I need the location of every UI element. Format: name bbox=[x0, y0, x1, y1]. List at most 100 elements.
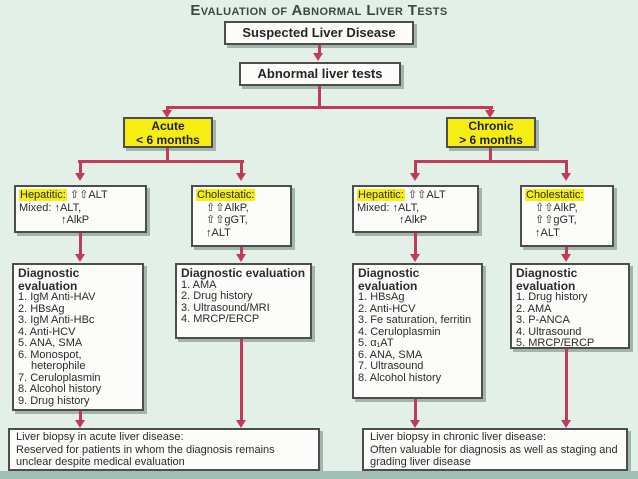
bottom-border-bar bbox=[0, 471, 638, 479]
flow-arrowhead bbox=[410, 173, 420, 181]
highlighted-label: Hepatitic: bbox=[19, 189, 67, 201]
node-acute-label: Acute bbox=[151, 119, 185, 133]
flow-line bbox=[565, 160, 568, 174]
diagnostic-heading: Diagnostic evaluation bbox=[181, 266, 306, 280]
diagnostic-item: 9. Drug history bbox=[18, 394, 90, 407]
category-line: Mixed: ↑ALT, bbox=[19, 201, 82, 214]
flow-arrowhead bbox=[485, 110, 495, 118]
page-title: Evaluation of Abnormal Liver Tests bbox=[190, 2, 448, 19]
footer-title: Liver biopsy in acute liver disease: bbox=[16, 431, 184, 443]
flow-line bbox=[240, 247, 243, 255]
flow-line bbox=[414, 233, 417, 255]
node-acute: Acute < 6 months bbox=[123, 117, 213, 148]
flow-line bbox=[318, 86, 321, 106]
flow-arrowhead bbox=[410, 254, 420, 262]
flow-line bbox=[414, 399, 417, 421]
diagnostic-item: 3. Fe saturation, ferritin bbox=[358, 314, 472, 326]
flow-line bbox=[318, 45, 321, 54]
diagnostic-item: 1. Drug history bbox=[516, 291, 588, 303]
category-line: ⇧⇧gGT, bbox=[535, 214, 577, 226]
diagnostic-item: 8. Alcohol history bbox=[18, 383, 102, 395]
highlighted-label: Hepatitic: bbox=[357, 189, 405, 201]
diagnostic-item: 1. IgM Anti-HAV bbox=[18, 291, 96, 303]
diagnostic-item: 4. Ultrasound bbox=[516, 325, 582, 338]
flow-arrowhead bbox=[561, 173, 571, 181]
diagnostic-item: 3. Ultrasound/MRI bbox=[181, 301, 270, 314]
footer-body: Often valuable for diagnosis as well as … bbox=[370, 443, 618, 469]
flow-line bbox=[166, 106, 493, 109]
flow-line bbox=[166, 106, 169, 111]
flow-line bbox=[166, 148, 169, 161]
diagnostic-evaluation-acute-hepatitic: Diagnostic evaluation 1. IgM Anti-HAV 2.… bbox=[12, 263, 144, 411]
category-acute-cholestatic: Cholestatic: ⇧⇧AlkP, ⇧⇧gGT, ↑ALT bbox=[191, 185, 292, 247]
diagnostic-heading: Diagnostic evaluation bbox=[516, 266, 578, 293]
flow-line bbox=[240, 339, 243, 421]
diagnostic-heading: Diagnostic evaluation bbox=[18, 266, 80, 293]
diagnostic-item: 2. Drug history bbox=[181, 290, 253, 302]
category-line: ↑AlkP bbox=[61, 214, 90, 226]
flow-arrowhead bbox=[75, 420, 85, 428]
diagnostic-evaluation-chronic-hepatitic: Diagnostic evaluation 1. HBsAg 2. Anti-H… bbox=[352, 263, 483, 399]
diagnostic-item: 2. Anti-HCV bbox=[358, 302, 416, 315]
category-heading-line: Hepatitic: ⇧⇧ALT bbox=[357, 189, 474, 202]
flow-arrowhead bbox=[561, 420, 571, 428]
flow-arrowhead bbox=[313, 53, 323, 61]
flow-arrowhead bbox=[75, 173, 85, 181]
category-line: ↑ALT bbox=[206, 226, 231, 239]
category-heading-line: Cholestatic: bbox=[196, 189, 287, 202]
diagnostic-item: 2. AMA bbox=[516, 302, 552, 315]
flow-line bbox=[79, 160, 82, 174]
diagnostic-item: 5. ANA, SMA bbox=[18, 337, 83, 349]
flow-arrowhead bbox=[561, 254, 571, 262]
flow-line bbox=[79, 411, 82, 421]
category-acute-hepatitic: Hepatitic: ⇧⇧ALT Mixed: ↑ALT, ↑AlkP bbox=[14, 185, 147, 233]
node-suspected-liver-disease: Suspected Liver Disease bbox=[224, 21, 414, 45]
diagnostic-item: 4. MRCP/ERCP bbox=[181, 313, 260, 325]
diagnostic-item: 4. Ceruloplasmin bbox=[358, 325, 441, 338]
diagnostic-item: 3. IgM Anti-HBc bbox=[18, 314, 95, 326]
flow-arrowhead bbox=[236, 254, 246, 262]
flow-line bbox=[565, 247, 568, 255]
flow-line bbox=[489, 106, 492, 111]
category-values: ⇧⇧ALT bbox=[404, 189, 446, 201]
flow-line bbox=[78, 160, 244, 163]
category-line: ↑AlkP bbox=[399, 214, 428, 226]
diagnostic-item: 7. Ceruloplasmin bbox=[18, 371, 101, 384]
diagnostic-item: 1. HBsAg bbox=[358, 291, 405, 303]
category-line: ⇧⇧AlkP, bbox=[206, 201, 249, 214]
diagnostic-item: 1. AMA bbox=[181, 278, 217, 291]
flow-arrowhead bbox=[162, 110, 172, 118]
diagnostic-evaluation-acute-cholestatic: Diagnostic evaluation 1. AMA 2. Drug his… bbox=[175, 263, 312, 339]
flow-arrowhead bbox=[75, 254, 85, 262]
footer-acute-liver-biopsy: Liver biopsy in acute liver disease: Res… bbox=[8, 428, 320, 471]
node-chronic-sublabel: > 6 months bbox=[459, 132, 523, 147]
category-line: ⇧⇧gGT, bbox=[206, 214, 248, 226]
diagnostic-heading: Diagnostic evaluation bbox=[358, 266, 420, 293]
diagnostic-evaluation-chronic-cholestatic: Diagnostic evaluation 1. Drug history 2.… bbox=[510, 263, 630, 349]
category-line: Mixed: ↑ALT, bbox=[357, 201, 420, 214]
flow-arrowhead bbox=[236, 420, 246, 428]
highlighted-label: Cholestatic: bbox=[525, 189, 585, 201]
category-heading-line: Cholestatic: bbox=[525, 189, 609, 202]
flow-arrowhead bbox=[236, 173, 246, 181]
footer-title: Liver biopsy in chronic liver disease: bbox=[370, 431, 547, 443]
flow-line bbox=[240, 160, 243, 174]
flow-line bbox=[489, 148, 492, 161]
footer-chronic-liver-biopsy: Liver biopsy in chronic liver disease: O… bbox=[362, 428, 628, 471]
flow-line bbox=[414, 160, 417, 174]
category-line: ⇧⇧AlkP, bbox=[535, 201, 578, 214]
node-chronic-label: Chronic bbox=[468, 119, 514, 133]
diagnostic-item: 5. MRCP/ERCP bbox=[516, 337, 595, 349]
category-heading-line: Hepatitic: ⇧⇧ALT bbox=[19, 189, 142, 202]
diagnostic-item: 6. Monospot, heterophile bbox=[18, 348, 86, 372]
flow-arrowhead bbox=[410, 420, 420, 428]
diagnostic-item: 3. P-ANCA bbox=[516, 314, 570, 326]
category-chronic-hepatitic: Hepatitic: ⇧⇧ALT Mixed: ↑ALT, ↑AlkP bbox=[352, 185, 479, 233]
category-values: ⇧⇧ALT bbox=[66, 189, 108, 201]
footer-body: Reserved for patients in whom the diagno… bbox=[16, 443, 275, 469]
diagnostic-item: 6. ANA, SMA bbox=[358, 348, 423, 361]
category-chronic-cholestatic: Cholestatic: ⇧⇧AlkP, ⇧⇧gGT, ↑ALT bbox=[520, 185, 614, 247]
flow-line bbox=[565, 349, 568, 421]
node-chronic: Chronic > 6 months bbox=[446, 117, 536, 148]
flow-line bbox=[79, 233, 82, 255]
